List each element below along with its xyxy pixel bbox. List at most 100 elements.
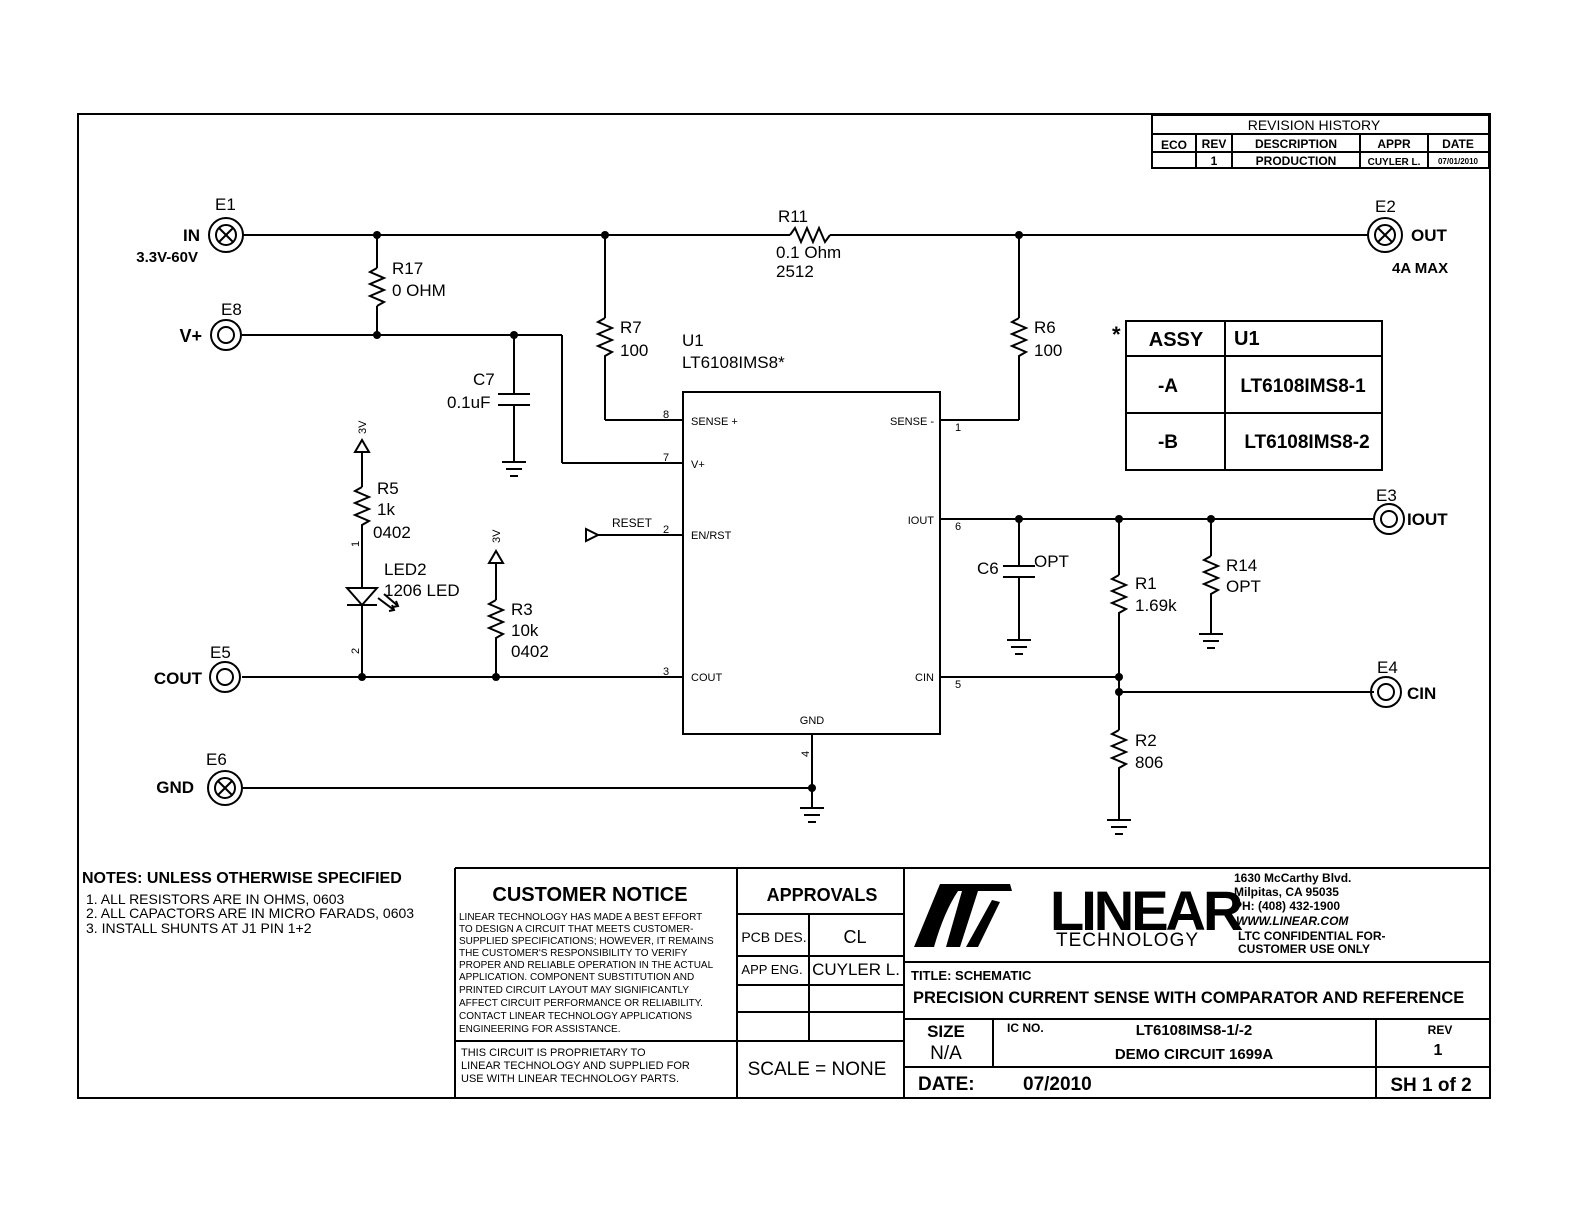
notice-line: SUPPLIED SPECIFICATIONS; HOWEVER, IT REM… <box>459 936 714 947</box>
assy-row-a-label: -A <box>1158 376 1178 397</box>
proprietary-line: USE WITH LINEAR TECHNOLOGY PARTS. <box>461 1073 679 1085</box>
pin-num-7: 7 <box>663 452 669 464</box>
notice-line: PRINTED CIRCUIT LAYOUT MAY SIGNIFICANTLY <box>459 985 689 996</box>
pin-num-5: 5 <box>955 679 961 691</box>
rev-header-appr: APPR <box>1377 137 1411 151</box>
approvals: APPROVALS PCB DES. CL APP ENG. CUYLER L.… <box>741 885 900 1080</box>
revision-title: REVISION HISTORY <box>1248 117 1381 133</box>
address-line: Milpitas, CA 95035 <box>1234 885 1339 899</box>
supply-arrow-icon <box>353 438 371 453</box>
proprietary-line: THIS CIRCUIT IS PROPRIETARY TO <box>461 1047 646 1059</box>
terminal-e6[interactable] <box>207 770 243 806</box>
led-icon <box>344 587 400 612</box>
e5-label: COUT <box>154 669 203 688</box>
revision-history: REVISION HISTORY ECO REV DESCRIPTION APP… <box>1151 114 1490 169</box>
pin-num-3: 3 <box>663 666 669 678</box>
sheet-number: SH 1 of 2 <box>1390 1075 1471 1096</box>
ic-u1: SENSE + V+ EN/RST COUT SENSE - IOUT CIN … <box>663 391 961 757</box>
e8-ref: E8 <box>221 300 242 319</box>
approval-role-app: APP ENG. <box>741 962 802 977</box>
notice-line: TO DESIGN A CIRCUIT THAT MEETS CUSTOMER- <box>459 924 693 935</box>
terminal-e5[interactable] <box>209 661 241 693</box>
assy-star: * <box>1112 322 1121 347</box>
rev-row-description: PRODUCTION <box>1256 154 1337 168</box>
e3-label: IOUT <box>1407 510 1448 529</box>
r7-value: 100 <box>620 341 648 360</box>
u1-ref: U1 <box>682 331 704 350</box>
scale-label: SCALE = NONE <box>748 1059 887 1080</box>
r17-value: 0 OHM <box>392 281 446 300</box>
wires <box>242 234 1374 820</box>
pin-num-8: 8 <box>663 409 669 421</box>
size-value: N/A <box>930 1043 962 1064</box>
rev-header-description: DESCRIPTION <box>1255 137 1337 151</box>
notice-line: ENGINEERING FOR ASSISTANCE. <box>459 1024 621 1035</box>
assy-row-b-part: LT6108IMS8-2 <box>1244 432 1369 453</box>
r6-value: 100 <box>1034 341 1062 360</box>
rev-row-rev: 1 <box>1211 154 1218 168</box>
pin-name-cin: CIN <box>915 672 934 684</box>
reset-arrow-icon <box>585 527 601 543</box>
r6-ref: R6 <box>1034 318 1056 337</box>
approval-role-pcb: PCB DES. <box>741 929 806 945</box>
date-label: DATE: <box>918 1074 975 1095</box>
terminal-e4[interactable] <box>1370 676 1402 708</box>
led-pin-1: 1 <box>350 541 362 547</box>
terminal-e3[interactable] <box>1373 503 1405 535</box>
r5-ref: R5 <box>377 479 399 498</box>
customer-notice-title: CUSTOMER NOTICE <box>492 884 687 906</box>
e1-sub: 3.3V-60V <box>136 249 198 266</box>
notice-line: CONTACT LINEAR TECHNOLOGY APPLICATIONS <box>459 1011 692 1022</box>
c7-value: 0.1uF <box>447 393 490 412</box>
r3-supply-label: 3V <box>491 529 503 543</box>
ground-icon <box>800 807 824 823</box>
notice-line: PROPER AND RELIABLE OPERATION IN THE ACT… <box>459 960 714 971</box>
notice-line: THE CUSTOMER'S RESPONSIBILITY TO VERIFY <box>459 948 688 959</box>
ground-icon <box>1199 633 1223 649</box>
ground-symbols <box>502 461 1223 835</box>
e6-ref: E6 <box>206 750 227 769</box>
r11-ref: R11 <box>778 207 808 226</box>
assy-row-b-label: -B <box>1158 432 1178 453</box>
ground-icon <box>1107 819 1131 835</box>
notice-line: APPLICATION. COMPONENT SUBSTITUTION AND <box>459 972 694 983</box>
e6-label: GND <box>156 778 194 797</box>
rev-header-date: DATE <box>1442 137 1474 151</box>
address-website: WWW.LINEAR.COM <box>1236 914 1349 928</box>
assy-header-u1: U1 <box>1234 328 1260 350</box>
note-1: 1. ALL RESISTORS ARE IN OHMS, 0603 <box>86 891 345 907</box>
note-3: 3. INSTALL SHUNTS AT J1 PIN 1+2 <box>86 920 312 936</box>
led2-ref: LED2 <box>384 560 427 579</box>
terminal-e2[interactable] <box>1367 217 1403 253</box>
e4-label: CIN <box>1407 684 1436 703</box>
terminal-e1[interactable] <box>208 217 244 253</box>
resistor-symbols <box>352 225 1221 776</box>
pin-name-en-rst: EN/RST <box>691 530 732 542</box>
notes: NOTES: UNLESS OTHERWISE SPECIFIED 1. ALL… <box>82 870 414 936</box>
notice-line: LINEAR TECHNOLOGY HAS MADE A BEST EFFORT <box>459 912 702 923</box>
address-line: 1630 McCarthy Blvd. <box>1234 871 1351 885</box>
assy-table: * ASSY U1 -A LT6108IMS8-1 -B LT6108IMS8-… <box>1112 320 1383 471</box>
ic-no-value: LT6108IMS8-1/-2 <box>1136 1022 1252 1039</box>
r5-supply-label: 3V <box>357 420 369 434</box>
pin-name-sense-plus: SENSE + <box>691 416 738 428</box>
ground-icon <box>1007 639 1031 655</box>
confidential-line: LTC CONFIDENTIAL FOR- <box>1238 929 1386 943</box>
notes-title: NOTES: UNLESS OTHERWISE SPECIFIED <box>82 870 402 887</box>
company-address: 1630 McCarthy Blvd. Milpitas, CA 95035 P… <box>1234 871 1386 956</box>
customer-notice: CUSTOMER NOTICE LINEAR TECHNOLOGY HAS MA… <box>459 884 714 1085</box>
rev-row-appr: CUYLER L. <box>1368 157 1421 168</box>
c6-value: OPT <box>1034 552 1069 571</box>
approval-name-pcb: CL <box>843 927 866 947</box>
terminal-e8[interactable] <box>210 319 242 351</box>
e4-ref: E4 <box>1377 658 1398 677</box>
e2-label: OUT <box>1411 226 1448 245</box>
r7-ref: R7 <box>620 318 642 337</box>
rev-header-rev: REV <box>1202 137 1227 151</box>
assy-header-assy: ASSY <box>1149 329 1204 351</box>
r11-package: 2512 <box>776 262 814 281</box>
pin-num-2: 2 <box>663 524 669 536</box>
r5-package: 0402 <box>373 523 411 542</box>
r14-ref: R14 <box>1226 556 1257 575</box>
address-line: PH: (408) 432-1900 <box>1234 899 1340 913</box>
